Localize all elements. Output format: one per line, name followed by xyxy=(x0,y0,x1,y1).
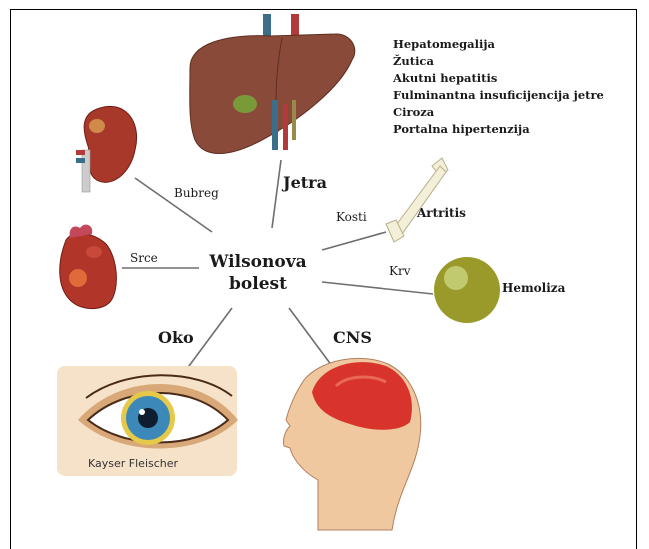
liver-icon xyxy=(190,14,355,154)
liver-manifestation-item: Žutica xyxy=(393,53,604,70)
liver-manifestation-item: Fulminantna insuficijencija jetre xyxy=(393,87,604,104)
bone-connector xyxy=(322,232,386,250)
brain-label: CNS xyxy=(333,328,372,347)
liver-manifestations-list: Hepatomegalija Žutica Akutni hepatitis F… xyxy=(393,36,604,138)
liver-connector xyxy=(272,160,281,228)
center-title: Wilsonova bolest xyxy=(198,251,318,295)
bone-finding: Artritis xyxy=(417,206,466,220)
liver-manifestation-item: Portalna hipertenzija xyxy=(393,121,604,138)
blood-connector xyxy=(322,282,433,294)
blood-label: Krv xyxy=(389,264,410,278)
eye-finding: Kayser Fleischer xyxy=(88,457,178,470)
kidney-label: Bubreg xyxy=(174,186,219,200)
blood-cell-icon xyxy=(434,257,500,323)
liver-manifestation-item: Hepatomegalija xyxy=(393,36,604,53)
liver-manifestation-item: Ciroza xyxy=(393,104,604,121)
kidney-icon xyxy=(76,106,137,192)
head-brain-icon xyxy=(283,358,420,530)
liver-label: Jetra xyxy=(283,173,327,192)
center-title-line1: Wilsonova xyxy=(198,251,318,273)
bone-label: Kosti xyxy=(336,210,367,224)
brain-connector xyxy=(289,308,335,370)
blood-finding: Hemoliza xyxy=(502,281,565,295)
bone-icon xyxy=(386,158,448,242)
center-title-line2: bolest xyxy=(198,273,318,295)
heart-label: Srce xyxy=(130,251,158,265)
heart-icon xyxy=(60,225,117,309)
eye-label: Oko xyxy=(158,328,194,347)
liver-manifestation-item: Akutni hepatitis xyxy=(393,70,604,87)
